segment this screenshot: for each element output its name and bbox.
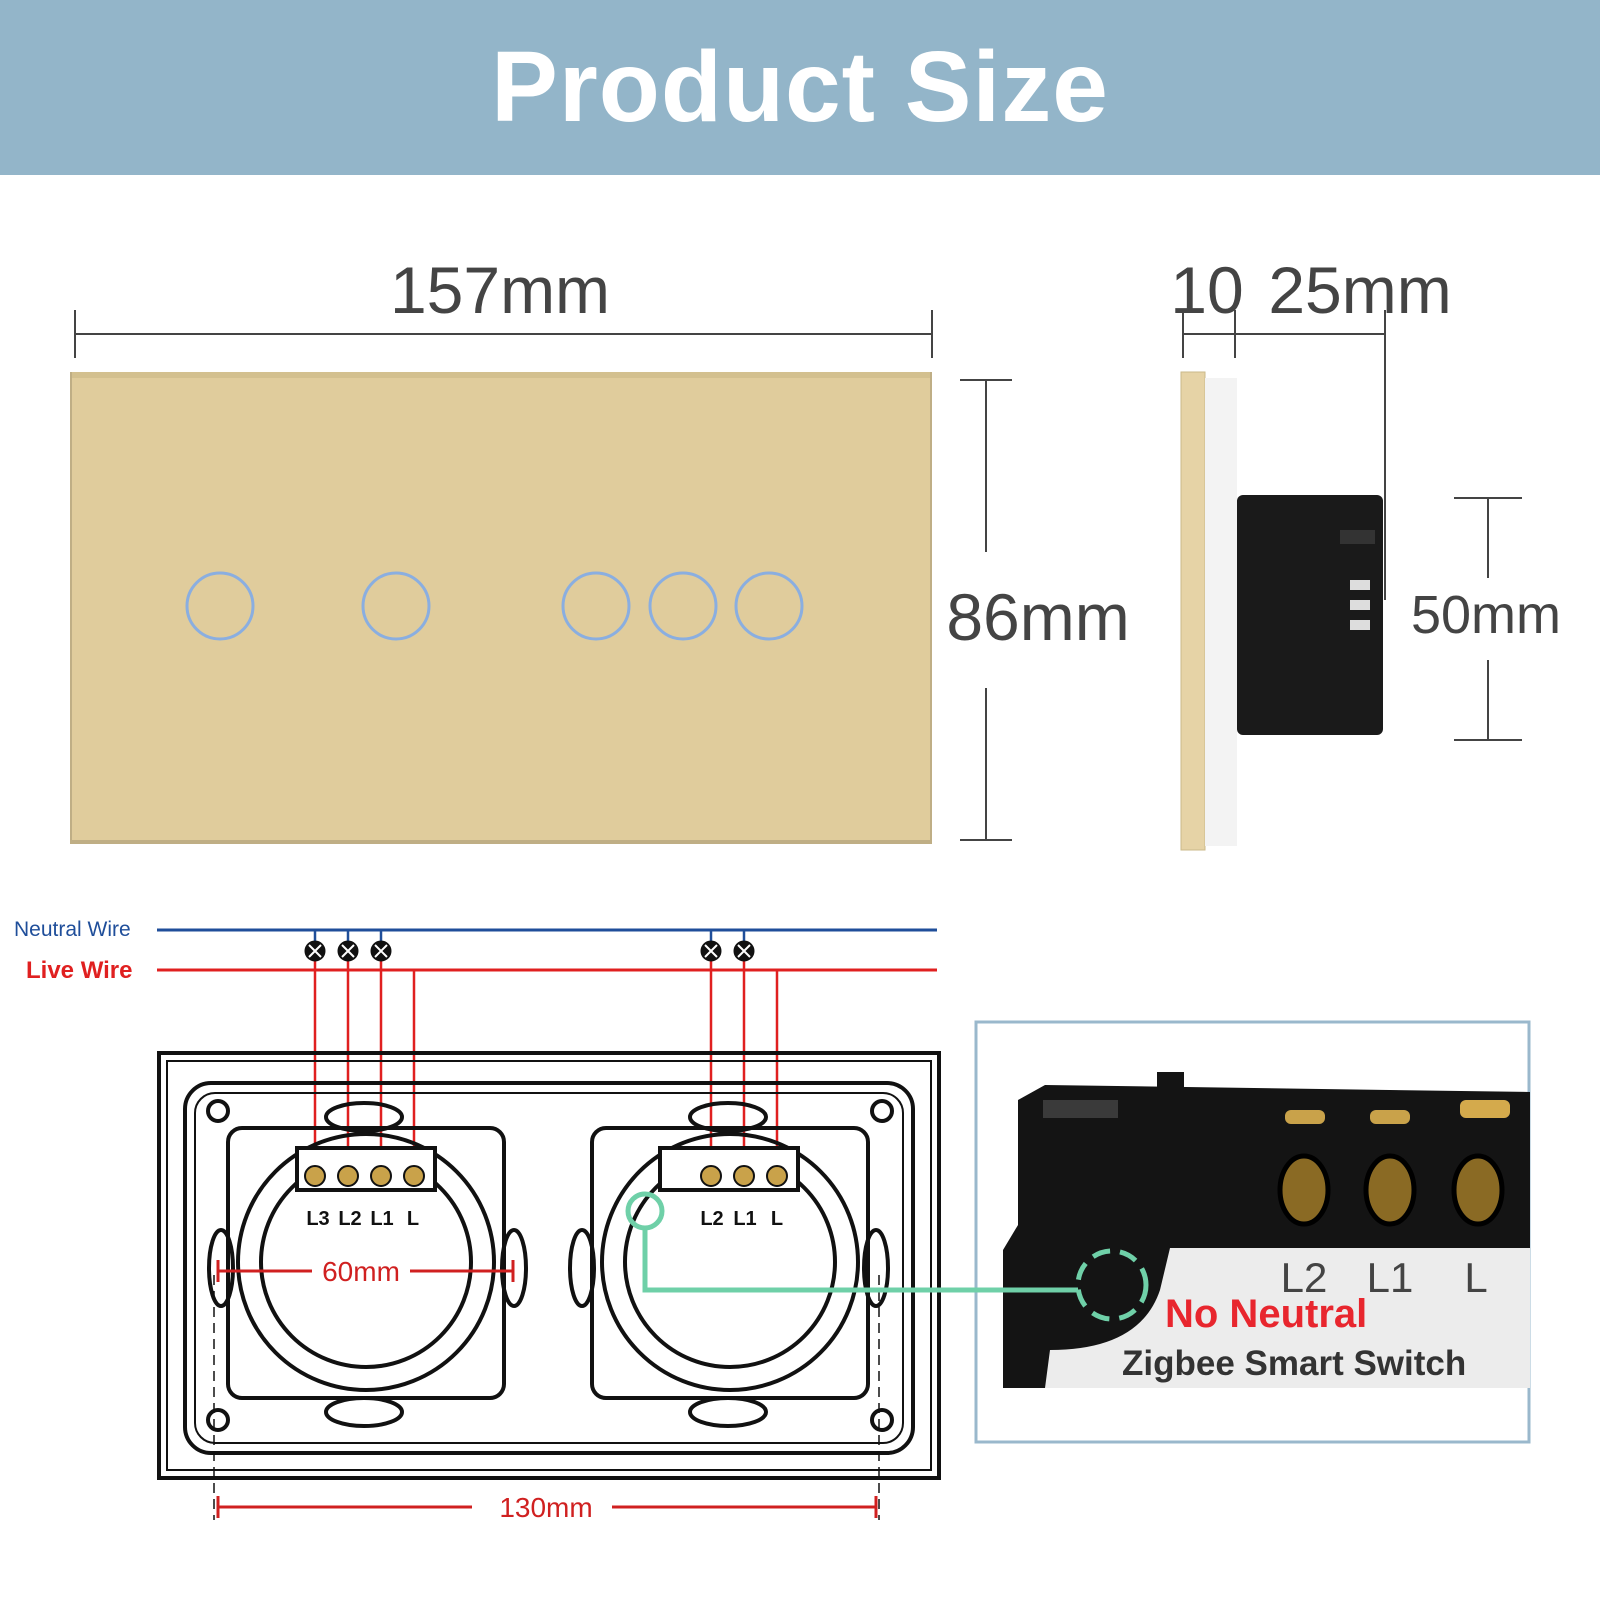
terminal-label: L — [1464, 1254, 1487, 1301]
neutral-highlight-connector — [625, 1191, 1149, 1322]
terminal-label: L1 — [733, 1208, 756, 1230]
lamp-icon — [370, 940, 392, 962]
terminal-screws — [304, 1165, 788, 1187]
touch-button-3[interactable] — [561, 571, 631, 641]
lamp-icon — [337, 940, 359, 962]
width-dimension — [74, 310, 933, 358]
terminal-label: L2 — [1281, 1254, 1328, 1301]
mount-spacing-label: 130mm — [499, 1492, 592, 1523]
page-title: Product Size — [491, 31, 1109, 143]
height-dimension — [960, 379, 1012, 841]
neutral-wire-label: Neutral Wire — [14, 918, 131, 941]
lamp-icons — [304, 940, 755, 962]
terminal-label: L1 — [370, 1208, 393, 1230]
terminal-label: L2 — [338, 1208, 361, 1230]
live-wire-label: Live Wire — [26, 957, 133, 984]
terminal-label: L — [771, 1208, 783, 1230]
terminal-label: L — [407, 1208, 419, 1230]
lamp-icon — [304, 940, 326, 962]
touch-button-2[interactable] — [361, 571, 431, 641]
depth-dimension — [1182, 310, 1386, 600]
lamp-icon — [733, 940, 755, 962]
back-plate — [157, 1051, 941, 1480]
hole-spacing-label: 60mm — [322, 1256, 400, 1287]
mount-spacing-dimension — [213, 1275, 880, 1520]
touch-button-4[interactable] — [648, 571, 718, 641]
terminal-label: L3 — [306, 1208, 329, 1230]
hole-spacing-dimension — [216, 1260, 515, 1282]
module-height-dimension — [1454, 497, 1522, 741]
glass-thickness-label: 10 — [1170, 253, 1243, 327]
height-label: 86mm — [946, 580, 1129, 654]
module-height-label: 50mm — [1411, 585, 1561, 645]
header-banner: Product Size — [0, 0, 1600, 175]
lamp-icon — [700, 940, 722, 962]
width-label: 157mm — [390, 253, 610, 327]
inset-module-photo — [1003, 1072, 1530, 1388]
product-name: Zigbee Smart Switch — [1122, 1344, 1466, 1383]
module-depth-label: 25mm — [1268, 253, 1451, 327]
right-terminal-labels: L2 L1 L — [700, 1208, 783, 1230]
front-panel — [70, 372, 932, 844]
mount-spacing-arrows — [216, 1496, 878, 1518]
terminal-label: L1 — [1367, 1254, 1414, 1301]
inset-terminal-labels: L2 L1 L — [1281, 1254, 1488, 1301]
touch-button-1[interactable] — [185, 571, 255, 641]
left-terminal-labels: L3 L2 L1 L — [306, 1208, 419, 1230]
touch-buttons — [185, 571, 804, 641]
terminal-label: L2 — [700, 1208, 723, 1230]
touch-button-5[interactable] — [734, 571, 804, 641]
side-view — [1180, 371, 1383, 851]
no-neutral-warning: No Neutral — [1165, 1292, 1367, 1336]
